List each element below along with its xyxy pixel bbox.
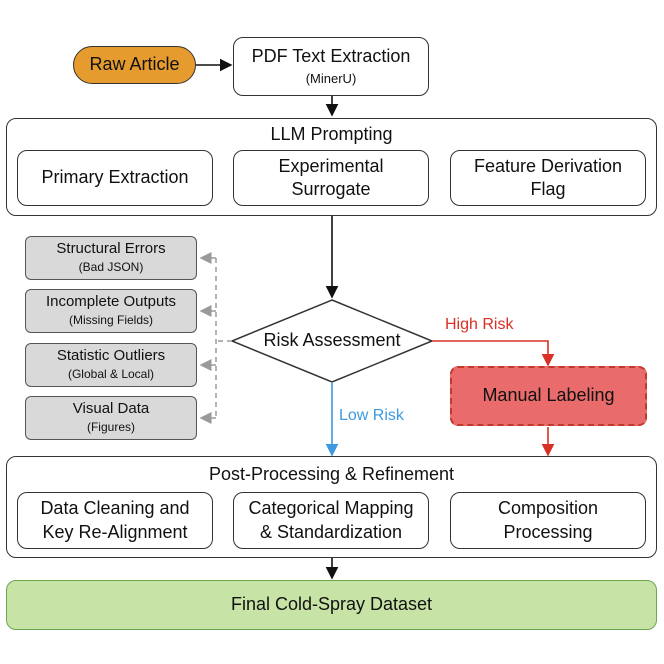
arrow-high-risk (432, 340, 555, 367)
llm-item-experimental-surrogate: Experimental Surrogate (233, 150, 429, 206)
post-item-composition-processing: Composition Processing (450, 492, 646, 549)
post-item-categorical-mapping: Categorical Mapping & Standardization (233, 492, 429, 549)
llm-item-primary-extraction: Primary Extraction (17, 150, 213, 206)
post-processing-title: Post-Processing & Refinement (208, 464, 455, 484)
error-title: Incomplete Outputs (45, 293, 177, 311)
pdf-extraction-node: PDF Text Extraction (MinerU) (233, 37, 429, 96)
post-item-label: Categorical Mapping & Standardization (248, 498, 414, 542)
final-dataset-label: Final Cold-Spray Dataset (230, 594, 433, 615)
error-subtitle: (Figures) (86, 420, 135, 435)
post-item-label: Composition Processing (497, 498, 599, 542)
manual-labeling-node: Manual Labeling (450, 366, 647, 426)
error-subtitle: (Missing Fields) (68, 313, 153, 328)
error-title: Statistic Outliers (56, 347, 166, 365)
low-risk-label: Low Risk (339, 407, 404, 424)
error-title: Visual Data (72, 400, 150, 418)
raw-article-node: Raw Article (73, 46, 196, 84)
error-subtitle: (Global & Local) (67, 367, 155, 382)
pdf-extraction-subtitle: (MinerU) (305, 70, 357, 86)
error-statistic-outliers: Statistic Outliers (Global & Local) (25, 343, 197, 387)
final-dataset-node: Final Cold-Spray Dataset (6, 580, 657, 630)
llm-item-feature-derivation-flag: Feature Derivation Flag (450, 150, 646, 206)
error-incomplete-outputs: Incomplete Outputs (Missing Fields) (25, 289, 197, 333)
risk-assessment-label: Risk Assessment (263, 330, 401, 350)
error-structural-errors: Structural Errors (Bad JSON) (25, 236, 197, 280)
llm-item-label: Feature Derivation Flag (473, 155, 623, 199)
manual-labeling-label: Manual Labeling (482, 385, 615, 406)
raw-article-label: Raw Article (89, 54, 180, 75)
error-subtitle: (Bad JSON) (78, 260, 144, 275)
high-risk-label: High Risk (445, 316, 514, 333)
llm-prompting-title: LLM Prompting (270, 124, 393, 144)
pdf-extraction-title: PDF Text Extraction (251, 46, 411, 67)
post-item-data-cleaning: Data Cleaning and Key Re-Alignment (17, 492, 213, 549)
error-visual-data: Visual Data (Figures) (25, 396, 197, 440)
error-title: Structural Errors (56, 240, 166, 258)
llm-item-label: Primary Extraction (41, 167, 189, 188)
post-item-label: Data Cleaning and Key Re-Alignment (40, 498, 190, 542)
llm-item-label: Experimental Surrogate (278, 155, 384, 199)
